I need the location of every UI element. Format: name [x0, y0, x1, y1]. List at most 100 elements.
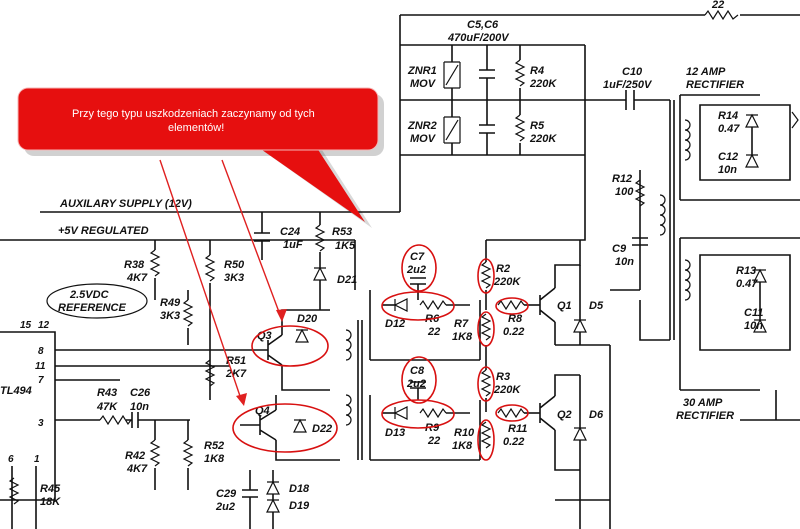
ic-pin-1: 1 [34, 454, 40, 465]
driver-transistors: Q3 D20 Q4 D22 [240, 309, 363, 461]
c7-name: C7 [410, 251, 425, 263]
c9-value: 10n [615, 256, 634, 268]
highlight-d12-r6 [381, 291, 455, 321]
r5-name: R5 [530, 120, 545, 132]
r12-name: R12 [612, 173, 632, 185]
znr2-type: MOV [410, 133, 437, 145]
rectifier-30amp-line1: 30 AMP [683, 397, 723, 409]
r42-value: 4K7 [126, 463, 148, 475]
highlight-q4-d22 [232, 403, 338, 453]
reference-line1: 2.5VDC [69, 289, 110, 301]
r49-name: R49 [160, 297, 181, 309]
ic-pin-7: 7 [38, 375, 44, 386]
ic-pin-11: 11 [35, 361, 46, 372]
c5c6-name: C5,C6 [467, 19, 499, 31]
r38-value: 4K7 [126, 272, 148, 284]
r53-value: 1K5 [335, 240, 356, 252]
c10-name: C10 [622, 66, 643, 78]
c9-name: C9 [612, 243, 627, 255]
r43-value: 47K [96, 401, 118, 413]
reference-line2: REFERENCE [58, 302, 127, 314]
plus5v-label: +5V REGULATED [58, 225, 149, 237]
rectifier-30amp: R13 0.47 C11 10n 30 AMP RECTIFIER [676, 237, 800, 422]
ic-pin-15: 15 [20, 320, 32, 331]
auxilary-supply-label: AUXILARY SUPPLY (12V) [59, 198, 192, 210]
callout-arrow-q3 [221, 159, 283, 321]
r45-name: R45 [40, 483, 61, 495]
highlight-r11 [495, 404, 529, 422]
c29-name: C29 [216, 488, 237, 500]
d12-name: D12 [385, 318, 405, 330]
c8-value: 2u2 [406, 378, 426, 390]
r5-value: 220K [529, 133, 557, 145]
r10-name: R10 [454, 427, 475, 439]
c11-name: C11 [744, 307, 763, 319]
rectifier-12amp-line1: 12 AMP [686, 66, 726, 78]
znr1-name: ZNR1 [407, 65, 437, 77]
q2-name: Q2 [557, 409, 572, 421]
d18-name: D18 [289, 483, 310, 495]
r8-name: R8 [508, 313, 523, 325]
d20-name: D20 [297, 313, 318, 325]
c24-value: 1uF [283, 239, 303, 251]
highlight-r10 [477, 419, 495, 461]
r42-name: R42 [125, 450, 145, 462]
highlight-r7 [477, 311, 495, 347]
r8-value: 0.22 [503, 326, 524, 338]
ic-name: TL494 [0, 385, 32, 397]
c7-value: 2u2 [406, 264, 426, 276]
callout-bubble: Przy tego typu uszkodzeniach zaczynamy o… [17, 87, 384, 406]
ic-pin-12: 12 [38, 320, 50, 331]
znr1-type: MOV [410, 78, 437, 90]
r49-value: 3K3 [160, 310, 180, 322]
d19-name: D19 [289, 500, 310, 512]
c26-name: C26 [130, 387, 151, 399]
highlight-r8 [495, 297, 529, 315]
r6-value: 22 [427, 326, 440, 338]
r52-name: R52 [204, 440, 224, 452]
r13-name: R13 [736, 265, 756, 277]
c29-value: 2u2 [215, 501, 235, 513]
supply-rails: AUXILARY SUPPLY (12V) +5V REGULATED [0, 190, 401, 290]
c12-name: C12 [718, 151, 738, 163]
d13-name: D13 [385, 427, 405, 439]
r10-value: 1K8 [452, 440, 473, 452]
d6-name: D6 [589, 409, 604, 421]
r43-name: R43 [97, 387, 117, 399]
r51-name: R51 [226, 355, 246, 367]
r4-name: R4 [530, 65, 544, 77]
r9-name: R9 [425, 422, 440, 434]
c5c6-value: 470uF/200V [447, 32, 510, 44]
r3-name: R3 [496, 371, 510, 383]
r51-value: 2K7 [225, 368, 247, 380]
r50-value: 3K3 [224, 272, 244, 284]
highlight-c7 [401, 244, 437, 292]
r13-value: 0.47 [736, 278, 758, 290]
callout-arrow-q4-head [236, 393, 247, 406]
c10-value: 1uF/250V [603, 79, 653, 91]
callout-pointer [255, 145, 365, 222]
r50-name: R50 [224, 259, 245, 271]
ic-pin-6: 6 [8, 454, 14, 465]
r4-value: 220K [529, 78, 557, 90]
r14-value: 0.47 [718, 123, 740, 135]
callout-text-line2: elementów! [168, 122, 224, 134]
r45-value: 18K [40, 496, 61, 508]
ic-pin-8: 8 [38, 346, 44, 357]
callout-arrow-q4 [159, 159, 243, 403]
primary-bus-section: 22 C5,C6 470uF/200V ZNR1 MOV R4 220K ZNR… [399, 0, 800, 200]
c26-value: 10n [130, 401, 149, 413]
half-bridge-section: C7 2u2 D12 R6 22 R2 220K R8 0.22 R7 1K8 … [369, 200, 670, 529]
highlight-markings [232, 244, 529, 461]
c24-name: C24 [280, 226, 300, 238]
r2-name: R2 [496, 263, 510, 275]
callout-arrow-q3-head [276, 309, 287, 322]
r7-value: 1K8 [452, 331, 473, 343]
r11-value: 0.22 [503, 436, 524, 448]
r11-name: R11 [508, 423, 527, 435]
r3-value: 220K [493, 384, 521, 396]
r9-value: 22 [427, 435, 440, 447]
c11-value: 10n [744, 320, 763, 332]
r52-value: 1K8 [204, 453, 225, 465]
highlight-c8 [401, 356, 437, 404]
